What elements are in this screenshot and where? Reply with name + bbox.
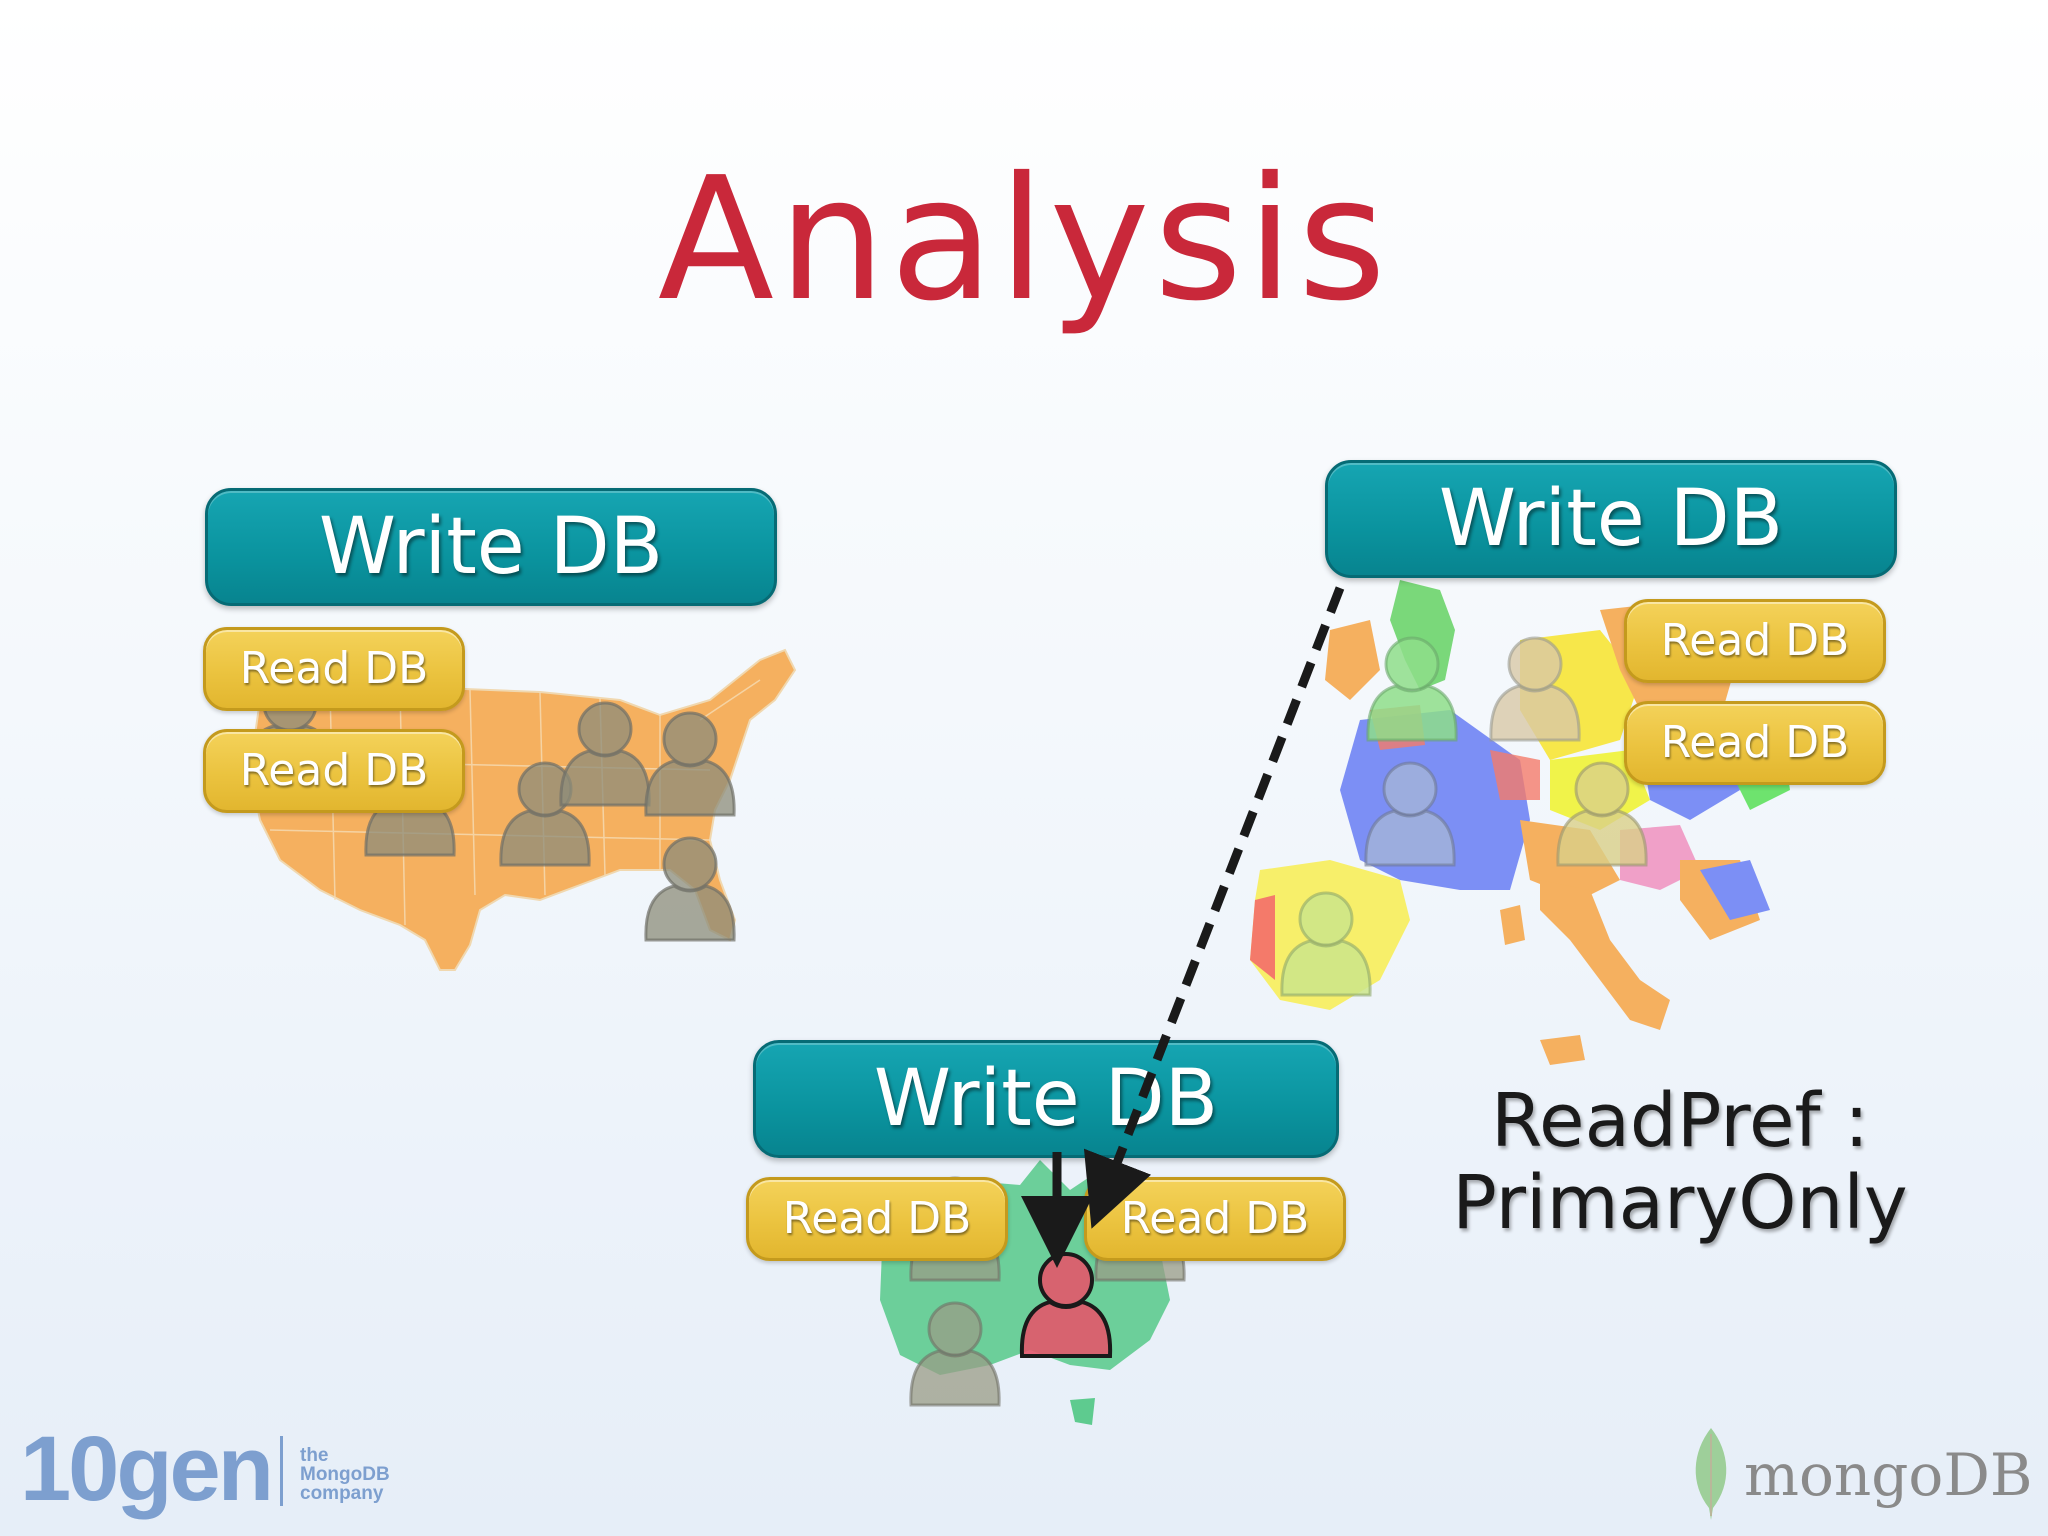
- read-pref-line-1: ReadPref :: [1490, 1078, 1870, 1164]
- tagline-company: company: [300, 1483, 384, 1504]
- europe-write-db: Write DB: [1325, 460, 1897, 578]
- mongodb-wordmark: mongoDB: [1744, 1441, 2033, 1509]
- usa-write-db: Write DB: [205, 488, 777, 606]
- europe-read-db-2: Read DB: [1624, 701, 1886, 785]
- australia-read-db-1: Read DB: [746, 1177, 1008, 1261]
- read-pref-line-2: PrimaryOnly: [1452, 1160, 1908, 1246]
- usa-read-db-2: Read DB: [203, 729, 465, 813]
- tagline-the: the: [300, 1445, 329, 1466]
- mongodb-leaf-icon: [1695, 1428, 1727, 1520]
- read-preference-label: ReadPref : PrimaryOnly: [1440, 1080, 1920, 1244]
- australia-write-db: Write DB: [753, 1040, 1339, 1158]
- dashed-arrow-from-europe: [1083, 586, 1345, 1229]
- europe-read-db-1: Read DB: [1624, 599, 1886, 683]
- tagline-mongodb: MongoDB: [300, 1464, 390, 1485]
- 10gen-wordmark: 10gen: [20, 1418, 274, 1520]
- mongodb-logo: mongoDB: [1686, 1426, 2036, 1522]
- slide-title: Analysis: [657, 141, 1391, 339]
- usa-read-db-1: Read DB: [203, 627, 465, 711]
